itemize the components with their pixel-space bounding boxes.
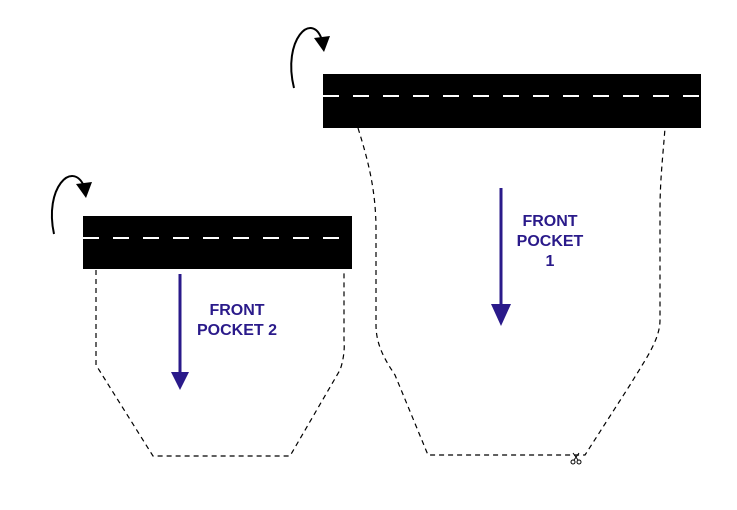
pocket-1-label-line-2: POCKET xyxy=(516,233,584,250)
pocket-2-label-line-2: POCKET 2 xyxy=(196,322,277,339)
pocket-2-grainline-arrow xyxy=(171,274,189,390)
pocket-1-grainline-arrow xyxy=(491,188,511,326)
pocket-1-label: FRONT POCKET 1 xyxy=(500,212,600,272)
front-pocket-1 xyxy=(290,27,701,465)
fold-arrow-icon xyxy=(50,175,92,235)
pocket-1-label-line-3: 1 xyxy=(545,253,555,270)
scissors-icon xyxy=(570,452,582,465)
pocket-2-label-line-1: FRONT xyxy=(209,302,265,319)
pocket-2-label: FRONT POCKET 2 xyxy=(182,301,292,341)
pocket-1-label-line-1: FRONT xyxy=(522,213,578,230)
pocket-2-cut-line xyxy=(95,270,345,457)
front-pocket-2 xyxy=(50,175,352,457)
pocket-2-waistband xyxy=(83,216,352,269)
pocket-1-waistband xyxy=(323,74,701,128)
fold-arrow-icon xyxy=(290,27,330,89)
pocket-1-cut-line xyxy=(357,127,666,456)
